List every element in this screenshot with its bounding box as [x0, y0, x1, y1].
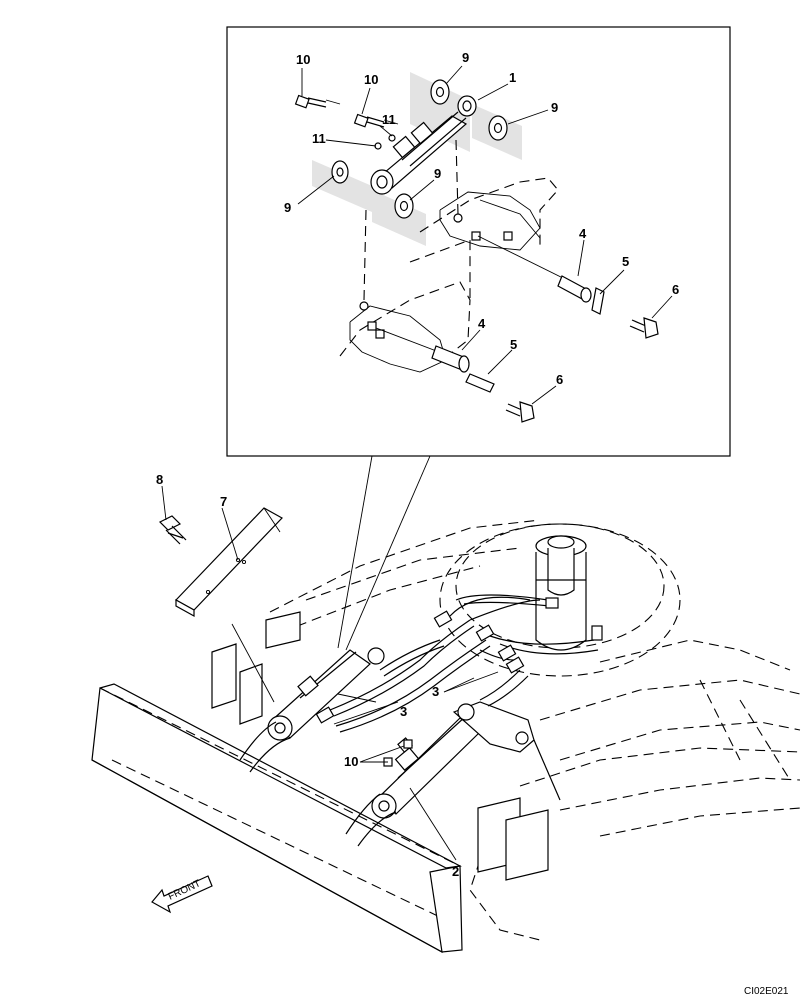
frame-block-1 [211, 643, 237, 709]
main-view: FRONT 8 7 3 3 10 2 [91, 472, 801, 953]
callout-1: 1 [509, 70, 516, 85]
callout-3-right: 3 [432, 684, 439, 699]
callout-9-b: 9 [551, 100, 558, 115]
blade-cylinder-detail [370, 95, 477, 195]
hydraulic-hoses [315, 594, 603, 733]
detail-frame [226, 26, 731, 457]
lock-plate-5-lower [465, 373, 495, 393]
callout-4-lower: 4 [478, 316, 486, 331]
callout-4-upper: 4 [579, 226, 587, 241]
callout-11-b: 11 [382, 112, 396, 127]
callout-2: 2 [452, 864, 459, 879]
callout-3-left: 3 [400, 704, 407, 719]
grease-fitting-detail-b [353, 113, 399, 128]
frame-block-4 [505, 809, 549, 881]
callout-8: 8 [156, 472, 163, 487]
callout-5-lower: 5 [510, 337, 517, 352]
callout-9-d: 9 [434, 166, 441, 181]
frame-bracket-lower [339, 209, 471, 373]
center-swivel-joint [535, 535, 587, 651]
lock-plate-5-upper [591, 287, 605, 315]
callout-10-b: 10 [364, 72, 378, 87]
washer-backplate-bottom [372, 190, 426, 246]
callout-9-a: 9 [462, 50, 469, 65]
dozer-blade [91, 683, 463, 953]
bolt-6-lower [505, 401, 535, 423]
pin-4-lower [431, 345, 470, 373]
callout-6-lower: 6 [556, 372, 563, 387]
projection-line-left [337, 455, 373, 649]
o-ring-detail-b [388, 134, 396, 142]
frame-bracket-upper [419, 139, 576, 285]
callout-6-upper: 6 [672, 282, 679, 297]
grease-fitting-detail-a [294, 94, 341, 109]
callout-5-upper: 5 [622, 254, 629, 269]
cylinder-pivot-bracket [452, 701, 561, 801]
callout-11-a: 11 [312, 131, 326, 146]
callout-9-c: 9 [284, 200, 291, 215]
grease-fitting-main-b [403, 739, 413, 749]
callout-10-a: 10 [296, 52, 310, 67]
plate-bolt [158, 515, 187, 545]
callout-10-main: 10 [344, 754, 358, 769]
blade-cylinder-left [239, 647, 385, 773]
pin-4-upper [557, 275, 592, 303]
detail-inset: 10 10 11 11 9 1 9 9 9 4 5 6 4 5 6 [226, 26, 731, 457]
callout-7: 7 [220, 494, 227, 509]
washer-backplate-left [312, 160, 372, 212]
bolt-6-upper [629, 317, 659, 339]
cover-plate [175, 507, 283, 618]
front-arrow: FRONT [151, 875, 213, 914]
figure-code: CI02E021 [744, 986, 789, 997]
projection-line-right [345, 455, 431, 651]
